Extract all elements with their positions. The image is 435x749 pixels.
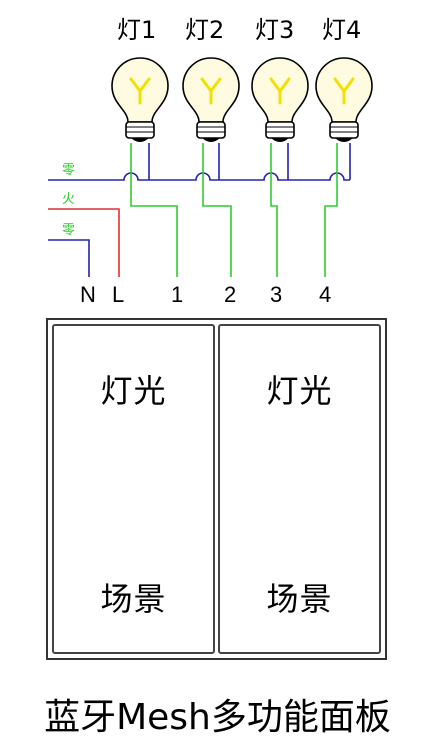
switched-wire-4 — [324, 143, 338, 277]
terminal-label-1: 1 — [171, 282, 183, 307]
lamp-label-2: 灯2 — [185, 16, 224, 44]
wire-label-live: 火 — [62, 192, 75, 207]
switched-wire-3 — [270, 143, 278, 277]
terminal-label-3: 3 — [270, 282, 282, 307]
switched-wire-1 — [130, 143, 178, 277]
lamp-label-1: 灯1 — [117, 16, 156, 44]
live-wire — [48, 208, 120, 277]
terminal-label-N: N — [80, 282, 96, 307]
terminal-label-4: 4 — [319, 282, 331, 307]
switch-panel: 灯光 场景 灯光 场景 — [46, 318, 387, 660]
panel-key-right[interactable]: 灯光 场景 — [218, 324, 381, 654]
product-title: 蓝牙Mesh多功能面板 — [44, 697, 391, 738]
neutral-bus-wire — [48, 172, 350, 181]
wire-label-neutral-bottom: 零 — [62, 223, 75, 238]
wire-label-neutral-top: 零 — [62, 163, 75, 178]
lamp-label-3: 灯3 — [255, 16, 294, 44]
bulb-icon — [251, 57, 309, 142]
bulb-icon — [111, 57, 169, 142]
incoming-neutral-wire — [48, 239, 90, 277]
terminal-label-L: L — [112, 282, 124, 307]
bulb-icon — [182, 57, 240, 142]
key-right-scene-label: 场景 — [266, 580, 333, 618]
wiring-diagram: 灯1 灯2 灯3 灯4 零 火 零 N L 1 2 3 4 — [48, 16, 373, 307]
key-left-scene-label: 场景 — [100, 580, 167, 618]
panel-key-left[interactable]: 灯光 场景 — [52, 324, 215, 654]
bulb-icon — [315, 57, 373, 142]
key-left-light-label: 灯光 — [100, 372, 167, 410]
key-right-light-label: 灯光 — [266, 372, 333, 410]
lamp-label-4: 灯4 — [322, 16, 361, 44]
switched-wire-2 — [202, 143, 232, 277]
terminal-label-2: 2 — [224, 282, 236, 307]
